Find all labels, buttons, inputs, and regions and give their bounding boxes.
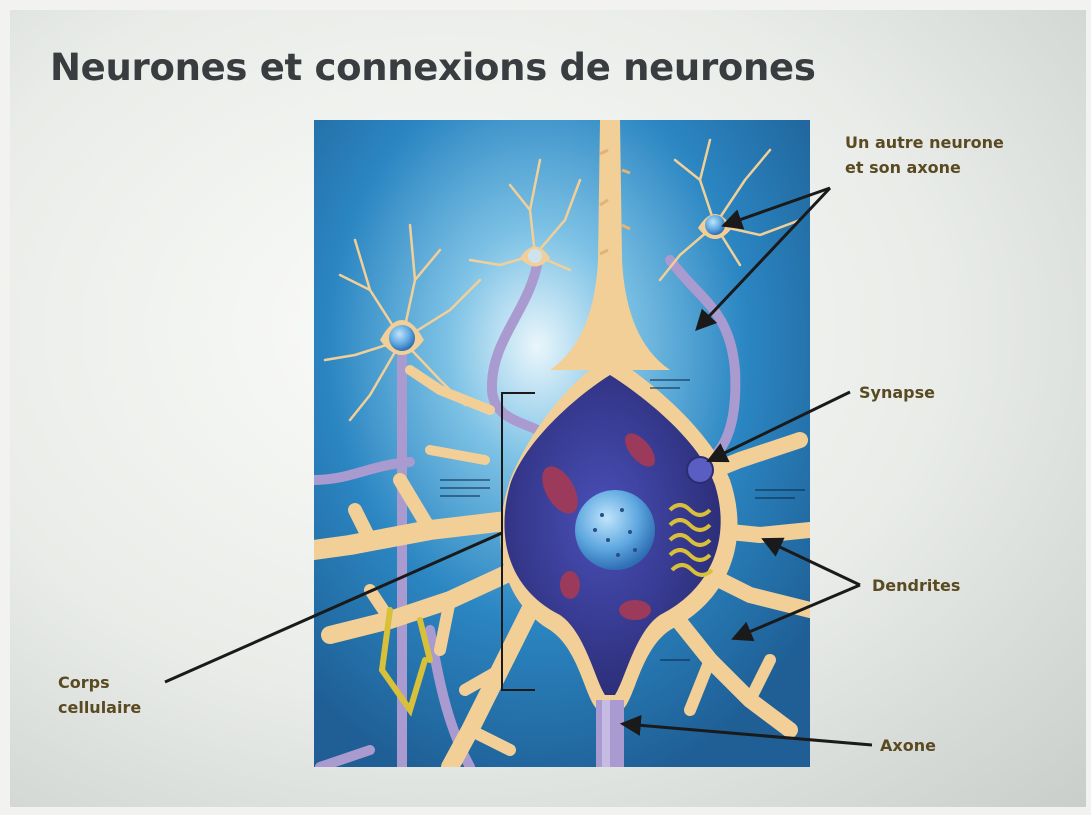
arrow-dendrite-upper: [765, 540, 860, 585]
label-corps-cellulaire: Corps cellulaire: [58, 670, 141, 720]
label-corps-line1: Corps: [58, 670, 141, 695]
label-synapse: Synapse: [859, 380, 935, 405]
label-corps-line2: cellulaire: [58, 695, 141, 720]
label-axone: Axone: [880, 733, 936, 758]
arrow-corps-cellulaire: [165, 533, 502, 682]
label-other-neuron: Un autre neurone et son axone: [845, 130, 1004, 180]
label-other-neuron-line1: Un autre neurone: [845, 130, 1004, 155]
arrow-synapse: [710, 392, 850, 460]
label-dendrites: Dendrites: [872, 573, 960, 598]
arrow-axone: [624, 724, 872, 745]
label-other-neuron-line2: et son axone: [845, 155, 1004, 180]
arrow-other-neuron-axon: [698, 188, 830, 328]
arrow-dendrite-lower: [735, 585, 860, 638]
slide: Neurones et connexions de neurones: [10, 10, 1086, 807]
